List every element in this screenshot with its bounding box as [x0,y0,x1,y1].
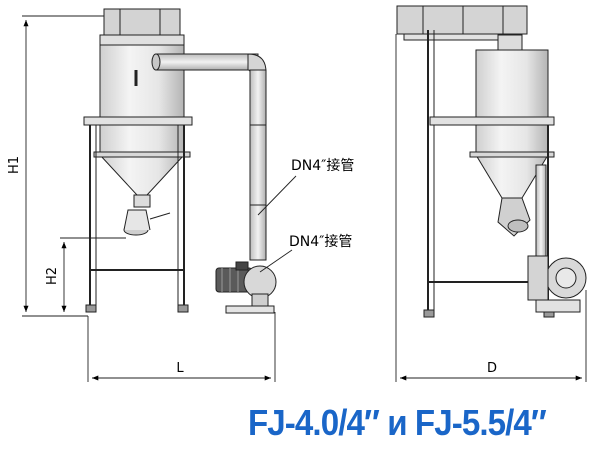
dimension-lines [22,15,587,382]
front-suction-pipe-horizontal [155,53,259,71]
dimension-h2-label: H2 [45,267,60,285]
dimension-l-label: L [176,361,184,376]
side-view [396,5,587,318]
front-hopper-cone [98,154,186,196]
front-view [83,8,277,314]
side-top-vent-box [396,5,528,35]
front-suction-pipe-vertical [249,69,267,261]
front-frame-ring [83,116,193,126]
dimension-d-label: D [487,361,497,376]
lower-pipe-callout: DN4″接管 [289,233,352,250]
front-blower-housing [243,265,277,299]
front-top-vent-box [103,8,181,36]
model-title: FJ-4.0/4″ и FJ-5.5/4″ [248,402,547,443]
side-suction-pipe [535,164,547,261]
side-hopper-cylinder [475,49,549,121]
upper-pipe-callout: DN4″接管 [291,157,354,174]
dimension-h1-label: H1 [7,156,22,174]
side-frame-ring [429,116,555,126]
